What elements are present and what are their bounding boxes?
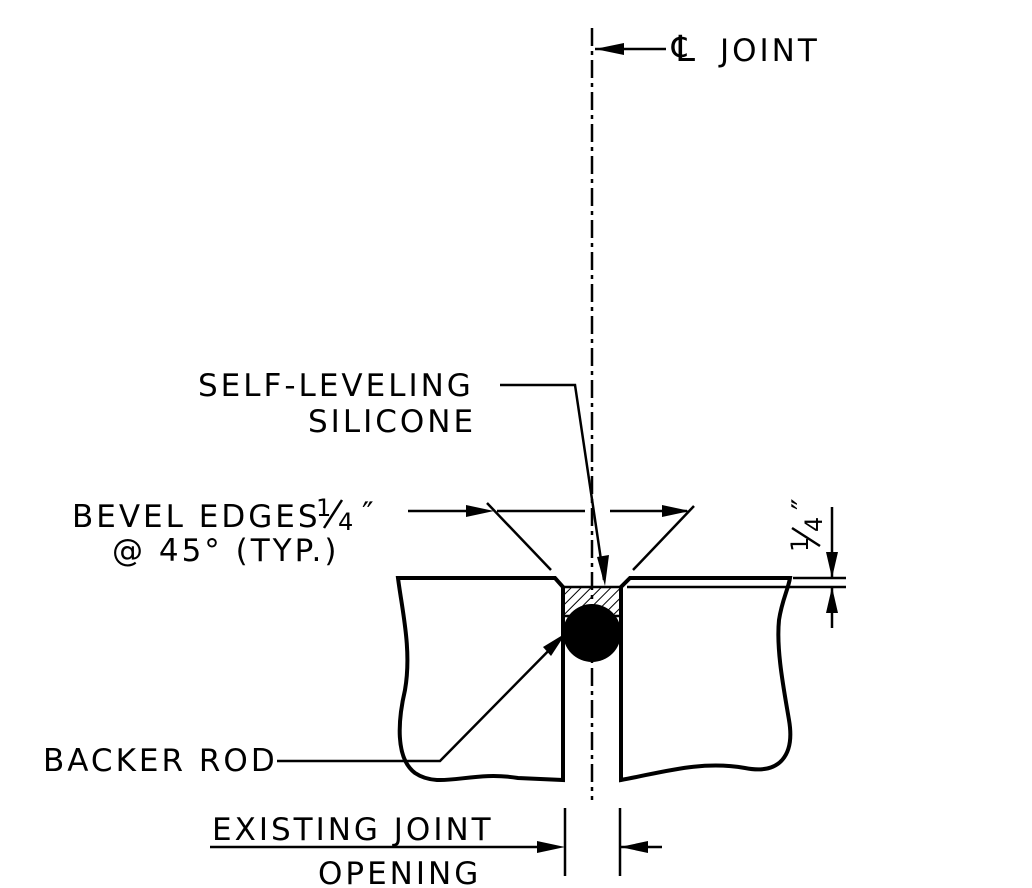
backer-rod-arrow [543, 633, 566, 656]
opening-label-line2: OPENING [318, 856, 481, 888]
dim-fraction-bar [791, 526, 821, 548]
silicone-label-line1: SELF-LEVELING [198, 368, 474, 404]
silicone-arrow [597, 555, 609, 586]
dim-arrow-upper [826, 552, 838, 578]
opening-label-line1: EXISTING JOINT [212, 812, 494, 848]
bevel-label-line2: @ 45° (TYP.) [112, 533, 339, 569]
right-slab [619, 576, 793, 783]
silicone-leader [500, 383, 606, 581]
bevel-arrow-left [466, 505, 494, 517]
silicone-label-line2: SILICONE [308, 404, 476, 440]
bevel-fraction-denominator: 4 [338, 508, 353, 536]
bevel-extension-left [486, 502, 552, 571]
dim-fraction-denominator: 4 [800, 517, 828, 532]
backer-rod [563, 604, 621, 662]
centerline-arrow [595, 43, 624, 55]
centerline-label: JOINT [718, 33, 820, 69]
backer-rod-leader [277, 635, 564, 763]
bevel-extension-right [632, 505, 695, 571]
bevel-fraction-bar [322, 499, 344, 529]
dim-quarter-inch-label: 1 4 ″ [786, 498, 828, 552]
backer-rod-label: BACKER ROD [43, 743, 278, 779]
opening-arrow-left [537, 841, 565, 853]
left-slab [395, 576, 565, 783]
bevel-inch-mark: ″ [362, 496, 374, 532]
dim-inch-mark: ″ [786, 498, 822, 510]
dim-arrow-lower [826, 587, 838, 613]
centerline-symbol: ℄ [671, 29, 695, 70]
opening-arrow-right [620, 841, 648, 853]
dim-fraction-numerator: 1 [786, 537, 814, 552]
bevel-arrow-right [662, 505, 690, 517]
bevel-label-text: BEVEL EDGES [72, 499, 321, 535]
bevel-fraction-numerator: 1 [316, 494, 331, 522]
